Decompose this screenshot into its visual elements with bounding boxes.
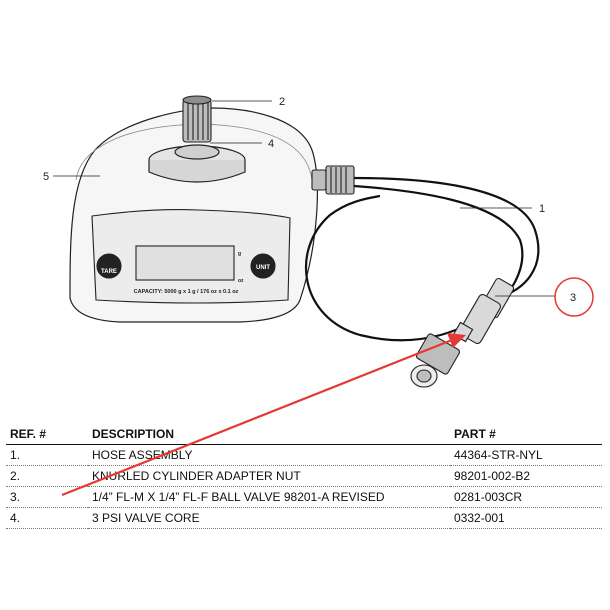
cell-part: 44364-STR-NYL — [450, 444, 602, 466]
hose-fitting — [311, 165, 355, 195]
table-header-row: REF. # DESCRIPTION PART # — [6, 423, 602, 445]
cell-part: 0332-001 — [450, 507, 602, 529]
cell-ref: 2. — [6, 465, 88, 487]
cell-description: HOSE ASSEMBLY — [88, 444, 450, 466]
scale-hose-diagram: TARE UNIT g oz CAPACITY: 5000 g x 1 g / … — [43, 95, 594, 388]
callout-2-label: 2 — [279, 96, 285, 108]
callout-3-highlight-circle — [554, 277, 594, 317]
unit-button-label: UNIT — [256, 265, 270, 271]
scale-platform — [148, 144, 246, 183]
cell-description: KNURLED CYLINDER ADAPTER NUT — [88, 465, 450, 487]
callout-4-label: 4 — [268, 138, 274, 150]
cell-ref: 4. — [6, 507, 88, 529]
header-ref: REF. # — [6, 423, 88, 445]
knurled-nut — [182, 95, 212, 143]
table-row: 1. HOSE ASSEMBLY 44364-STR-NYL — [6, 444, 602, 466]
callout-leaders — [53, 100, 556, 297]
parts-table: REF. # DESCRIPTION PART # 1. HOSE ASSEMB… — [6, 423, 602, 529]
cell-part: 98201-002-B2 — [450, 465, 602, 487]
header-description: DESCRIPTION — [88, 423, 450, 445]
table-row: 4. 3 PSI VALVE CORE 0332-001 — [6, 507, 602, 529]
header-part: PART # — [450, 423, 602, 445]
cell-ref: 3. — [6, 486, 88, 508]
table-row: 2. KNURLED CYLINDER ADAPTER NUT 98201-00… — [6, 465, 602, 487]
cell-description: 1/4” FL-M X 1/4” FL-F BALL VALVE 98201-A… — [88, 486, 450, 508]
capacity-label: CAPACITY: 5000 g x 1 g / 176 oz x 0.1 oz — [134, 289, 239, 295]
cell-ref: 1. — [6, 444, 88, 466]
cell-description: 3 PSI VALVE CORE — [88, 507, 450, 529]
flare-nut — [410, 333, 461, 388]
callout-5-label: 5 — [43, 171, 49, 183]
display-unit-oz: oz — [238, 278, 244, 284]
table-row: 3. 1/4” FL-M X 1/4” FL-F BALL VALVE 9820… — [6, 486, 602, 508]
callout-1-label: 1 — [539, 203, 545, 215]
tare-button-label: TARE — [101, 269, 117, 275]
ball-valve — [452, 277, 515, 345]
callout-3-label: 3 — [570, 292, 576, 304]
scale-front-panel — [91, 209, 291, 304]
hose — [305, 176, 540, 342]
display-unit-g: g — [238, 251, 241, 257]
cell-part: 0281-003CR — [450, 486, 602, 508]
